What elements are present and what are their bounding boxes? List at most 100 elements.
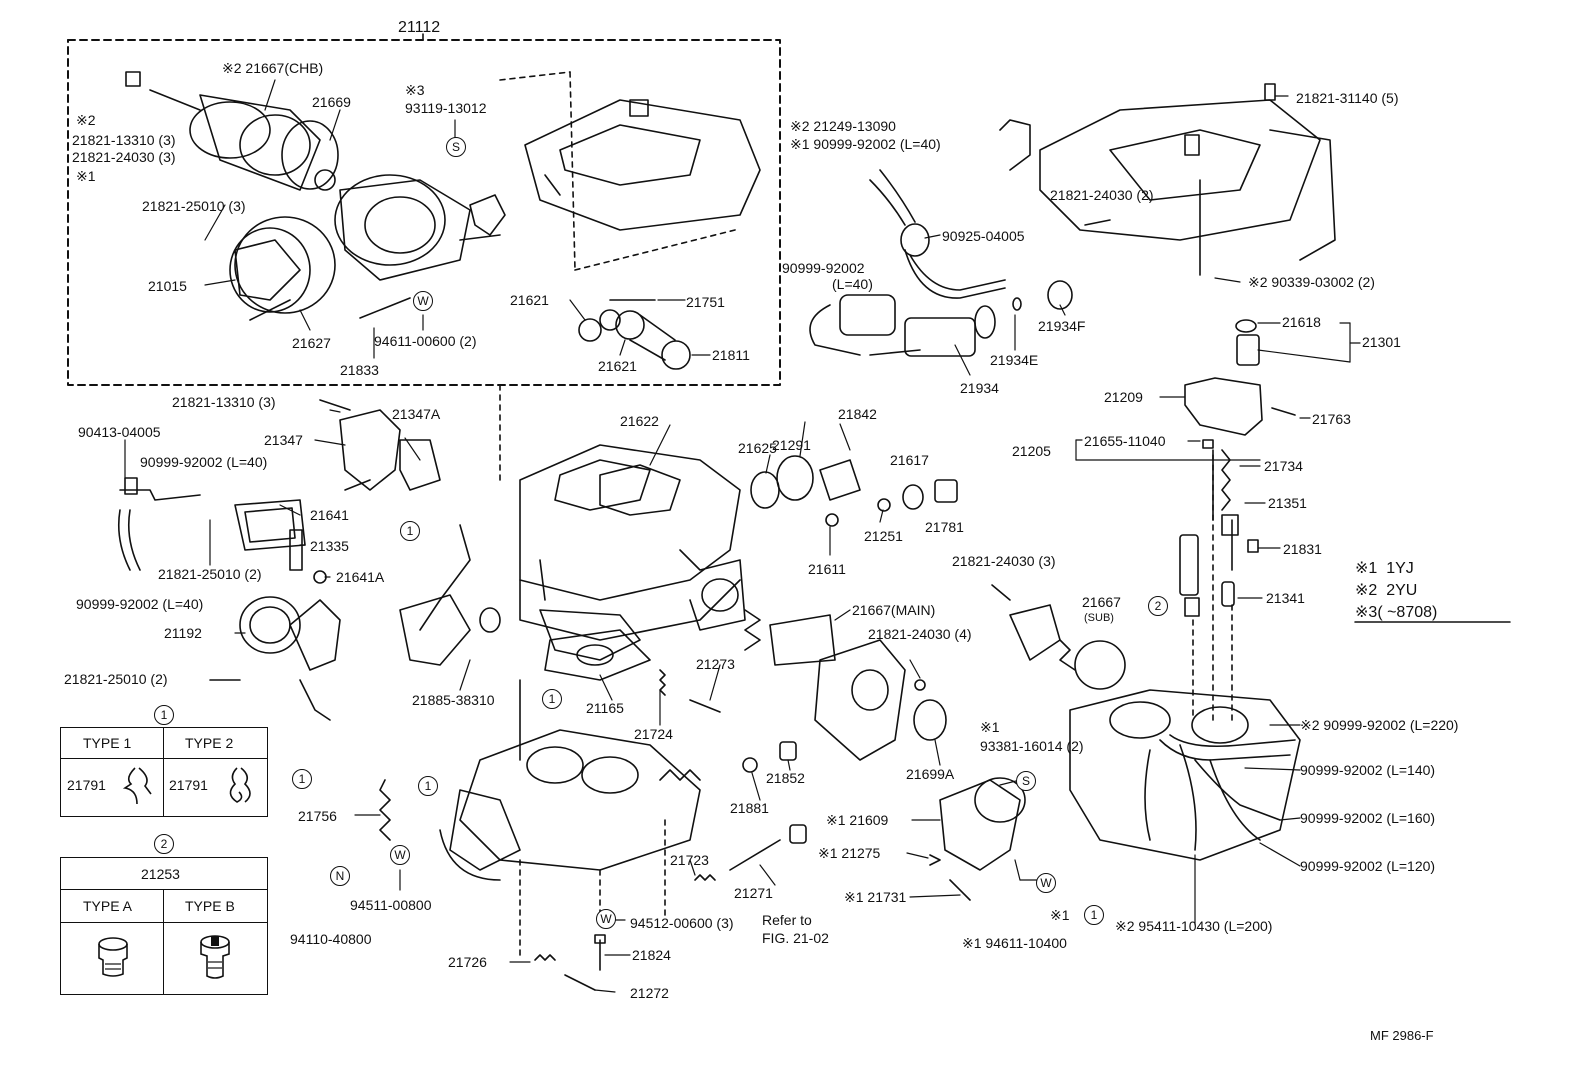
callout-label: ※1	[76, 168, 96, 184]
callout-label: ※3	[405, 82, 425, 98]
callout-label: (L=40)	[832, 276, 873, 292]
callout-label: 21655-11040	[1084, 433, 1166, 449]
carburetor-upper-right	[999, 83, 1336, 276]
screw-21821-24030	[1084, 219, 1111, 226]
callout-label: 21881	[730, 800, 769, 816]
air-horn-upper	[524, 99, 761, 231]
callout-label: 94512-00600 (3)	[630, 915, 734, 931]
callout-label: 21618	[1282, 314, 1321, 330]
oring-21934e	[1012, 297, 1022, 311]
callout-label: 21272	[630, 985, 669, 1001]
callout-label: ※1 94611-10400	[962, 935, 1067, 951]
callout-label: 21723	[670, 852, 709, 868]
callout-label: 21622	[620, 413, 659, 429]
solenoid-21934	[809, 294, 996, 357]
table2-header-2: TYPE B	[185, 898, 235, 914]
callout-label: 93119-13012	[405, 100, 487, 116]
legend-item-2: ※2 2YU	[1355, 582, 1418, 599]
callout-label: 93381-16014 (2)	[980, 738, 1084, 754]
plug-type-a-icon	[98, 937, 128, 977]
clip-type2-icon	[229, 767, 251, 803]
diaphragm-21669	[334, 174, 501, 281]
callout-label: 21291	[772, 437, 811, 453]
callout-label: 21885-38310	[412, 692, 495, 708]
callout-label: 21335	[310, 538, 349, 554]
callout-label: 21842	[838, 406, 877, 422]
callout-label: 90999-92002 (L=40)	[76, 596, 204, 612]
callout-label: 21821-24030 (3)	[952, 553, 1056, 569]
callout-label: 90999-92002 (L=160)	[1300, 810, 1436, 826]
callout-label: 21699A	[906, 766, 955, 782]
symbol-s: S	[446, 137, 466, 157]
callout-label: 94110-40800	[290, 931, 372, 947]
diaphragm-21667-sub	[991, 584, 1126, 690]
diaphragm-21667-main	[744, 609, 947, 761]
diaphragm-21192	[239, 596, 341, 721]
springs-lower	[379, 741, 807, 881]
symbol-w: W	[596, 909, 616, 929]
callout-label: ※1 21731	[844, 889, 907, 905]
gasket-21641-21335	[234, 499, 306, 571]
table1-header-2: TYPE 2	[185, 735, 234, 751]
callout-label: 90925-04005	[942, 228, 1025, 244]
symbol-s: S	[1016, 771, 1036, 791]
callout-label: ※1 90999-92002 (L=40)	[790, 136, 941, 152]
callout-label: (SUB)	[1084, 612, 1114, 624]
table1-cell-2: 21791	[169, 777, 208, 793]
table2: 21253 TYPE A TYPE B	[60, 857, 268, 995]
table1: TYPE 1 TYPE 2 21791 21791	[60, 727, 268, 817]
dashed-link-3	[574, 229, 736, 271]
table2-marker: 2	[154, 834, 174, 854]
carburetor-base-right	[1069, 689, 1301, 861]
callout-label: 21192	[164, 625, 202, 641]
callout-label: 21824	[632, 947, 671, 963]
parts-21625-21291	[750, 455, 861, 509]
leader-lines	[124, 79, 1361, 993]
callout-label: 21347A	[392, 406, 441, 422]
callout-label: ※1	[980, 719, 1000, 735]
callout-label: 90999-92002 (L=140)	[1300, 762, 1436, 778]
callout-label: 21627	[292, 335, 331, 351]
dashed-link-1	[499, 71, 571, 81]
callout-label: 21301	[1362, 334, 1401, 350]
figure-code: MF 2986-F	[1370, 1028, 1434, 1043]
callout-label: ※2 21667(CHB)	[222, 60, 324, 76]
table1-marker: 1	[154, 705, 174, 725]
callout-label: 90999-92002 (L=120)	[1300, 858, 1436, 874]
callout-label: ※2 90999-92002 (L=220)	[1300, 717, 1459, 733]
callout-label: ※1 21275	[818, 845, 881, 861]
callout-label: 94611-00600 (2)	[374, 333, 477, 349]
nut-21641a	[313, 570, 327, 584]
assembly-box-21112	[67, 39, 781, 386]
symbol-one: 1	[418, 776, 438, 796]
choke-breaker-21667-chb	[125, 71, 339, 191]
callout-label: 21831	[1283, 541, 1322, 557]
callout-label: 21833	[340, 362, 379, 378]
callout-label: 21821-24030 (4)	[868, 626, 972, 642]
callout-label: 21165	[586, 700, 624, 716]
symbol-w: W	[390, 845, 410, 865]
callout-label: 21667	[1082, 594, 1121, 610]
gasket-21165	[544, 629, 651, 681]
legend-item-3: ※3( ~8708)	[1355, 604, 1438, 621]
legend-item-1: ※1 1YJ	[1355, 560, 1414, 577]
callout-label: 21621	[598, 358, 637, 374]
symbol-one: 1	[400, 521, 420, 541]
callout-label: 21821-25010 (2)	[64, 671, 168, 687]
table1-cell-1: 21791	[67, 777, 106, 793]
callout-label: 21934E	[990, 352, 1039, 368]
diaphragm-21609	[929, 777, 1026, 901]
symbol-n: N	[330, 866, 350, 886]
callout-label: 21669	[312, 94, 351, 110]
callout-label: Refer to	[762, 912, 812, 928]
callout-label: ※1 21609	[826, 812, 889, 828]
callout-label: ※2 95411-10430 (L=200)	[1115, 918, 1273, 934]
callout-label: 90999-92002	[782, 260, 865, 276]
diaphragm-21015-21627	[229, 216, 336, 321]
springs-21273-21724	[659, 669, 721, 713]
symbol-w: W	[1036, 873, 1056, 893]
screw-21824-21726-21272	[534, 934, 606, 991]
callout-label: 21347	[264, 432, 303, 448]
table2-title: 21253	[141, 866, 180, 882]
